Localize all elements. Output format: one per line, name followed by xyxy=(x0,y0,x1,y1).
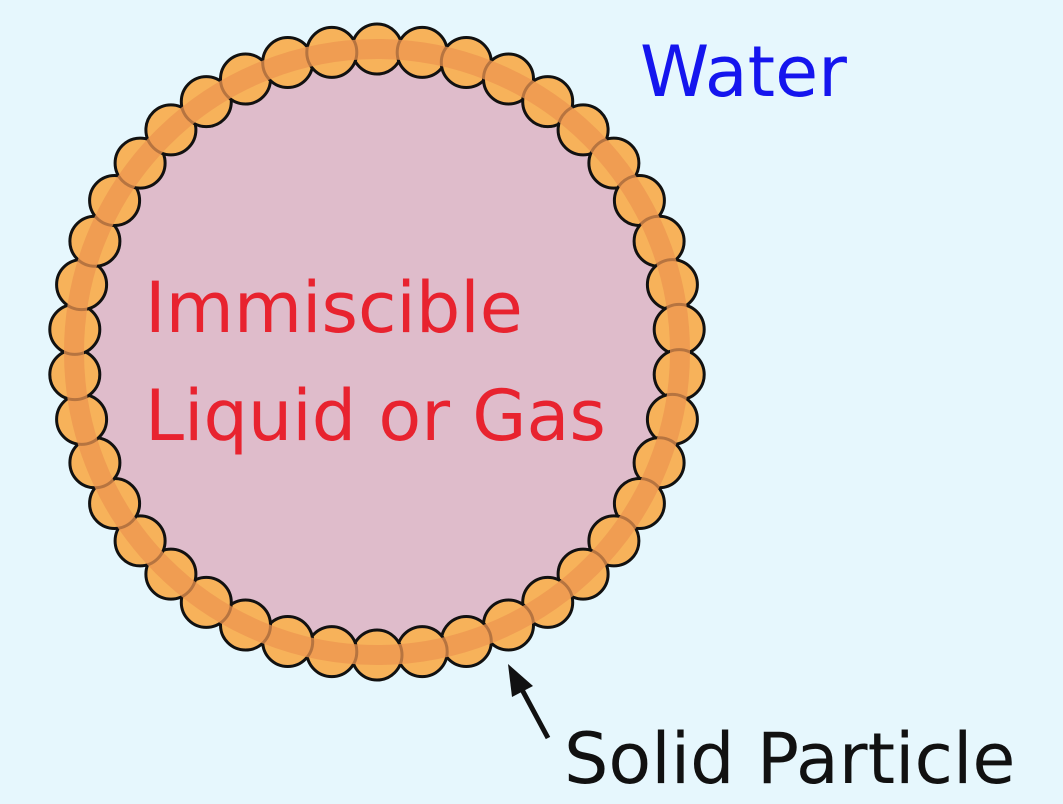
water-label: Water xyxy=(640,31,847,113)
arrow-shaft xyxy=(516,682,551,740)
solid-particle-shell xyxy=(48,22,706,682)
pointer-arrow xyxy=(508,664,551,740)
immiscible-label-line2: Liquid or Gas xyxy=(145,375,606,457)
immiscible-label-line1: Immiscible xyxy=(145,267,523,349)
arrow-head xyxy=(508,664,533,697)
immiscible-droplet xyxy=(74,49,680,655)
particle-interface-band xyxy=(64,39,690,665)
solid-particle-label: Solid Particle xyxy=(564,718,1015,800)
